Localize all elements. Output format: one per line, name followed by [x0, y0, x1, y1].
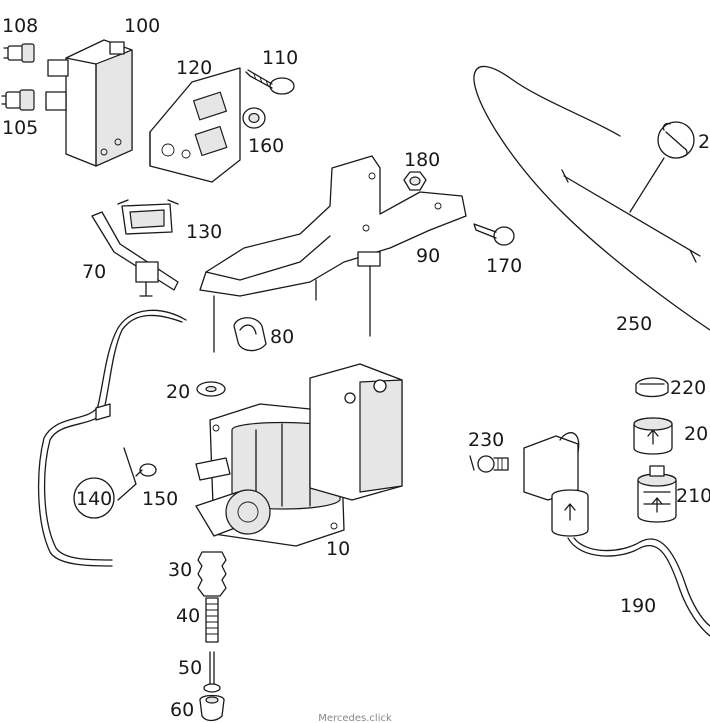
- label-20-solenoid: 20: [684, 423, 708, 445]
- part-250-pipe-set: [473, 65, 710, 331]
- label-250: 250: [616, 313, 652, 335]
- part-210-filter: [637, 465, 677, 523]
- part-150-fitting: [117, 447, 157, 501]
- part-230-screw: [469, 455, 509, 473]
- label-40: 40: [176, 605, 200, 627]
- part-80-clamp: [233, 317, 267, 352]
- part-130-clip: [117, 199, 179, 235]
- label-100: 100: [124, 15, 160, 37]
- label-190: 190: [620, 595, 656, 617]
- part-105-connector: [1, 89, 35, 111]
- label-20-washer: 20: [166, 381, 190, 403]
- part-220-clip: [635, 377, 669, 398]
- label-2-cut-off: 2: [698, 131, 710, 153]
- label-170: 170: [486, 255, 522, 277]
- label-105: 105: [2, 117, 38, 139]
- label-90: 90: [416, 245, 440, 267]
- label-220: 220: [670, 377, 706, 399]
- part-20-washer: [196, 381, 226, 397]
- label-150: 150: [142, 488, 178, 510]
- part-100-control-unit: [45, 39, 133, 167]
- part-108-connector: [3, 43, 35, 63]
- label-70: 70: [82, 261, 106, 283]
- label-30: 30: [168, 559, 192, 581]
- label-108: 108: [2, 15, 38, 37]
- part-40-spring: [205, 597, 219, 643]
- watermark: Mercedes.click: [318, 713, 392, 723]
- part-110-screw: [245, 69, 295, 95]
- label-210: 210: [676, 485, 710, 507]
- part-10-compressor: [195, 363, 403, 547]
- part-170-bolt: [473, 223, 515, 246]
- label-230: 230: [468, 429, 504, 451]
- label-180: 180: [404, 149, 440, 171]
- label-130: 130: [186, 221, 222, 243]
- part-50-bolt: [203, 651, 221, 693]
- part-90-main-bracket: [199, 155, 467, 353]
- label-10: 10: [326, 538, 350, 560]
- label-60: 60: [170, 699, 194, 721]
- part-60-foot: [199, 694, 225, 722]
- part-20-solenoid: [633, 417, 673, 455]
- label-120: 120: [176, 57, 212, 79]
- part-180-nut: [403, 171, 427, 191]
- part-30-bellows: [197, 551, 227, 597]
- label-140: 140: [76, 488, 112, 510]
- part-160-washer: [242, 107, 266, 129]
- label-50: 50: [178, 657, 202, 679]
- part-190-valve-block: [523, 432, 710, 637]
- part-70-lever: [91, 211, 179, 297]
- part-120-bracket: [149, 67, 241, 183]
- label-110: 110: [262, 47, 298, 69]
- label-160: 160: [248, 135, 284, 157]
- part-140-hose: [37, 309, 187, 567]
- label-80: 80: [270, 326, 294, 348]
